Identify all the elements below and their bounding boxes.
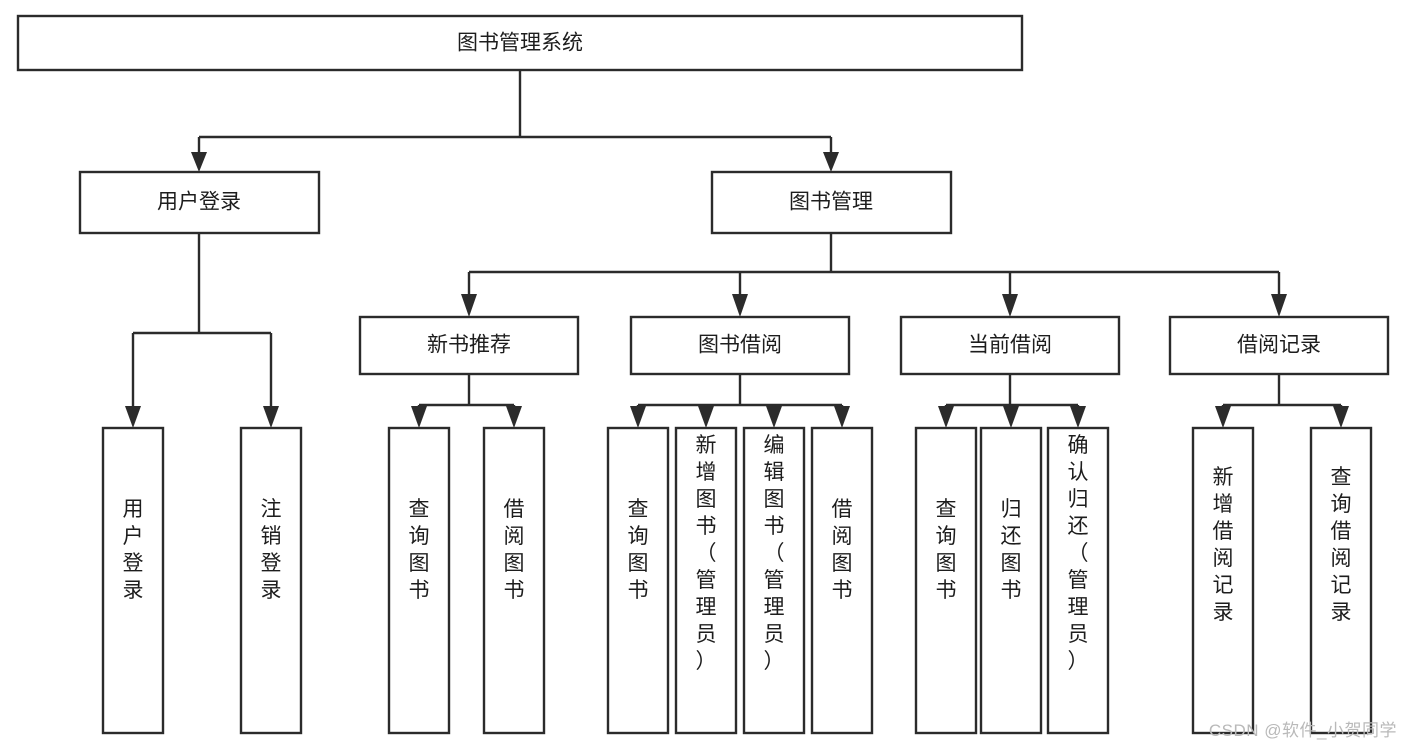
leaf-confirm-return-admin-box[interactable] xyxy=(1046,426,1110,735)
node-new-book-recommend-box[interactable] xyxy=(358,315,580,376)
leaf-query-book-3-label: 查询图书 xyxy=(936,498,957,602)
node-book-borrow-box[interactable] xyxy=(629,315,851,376)
arrow-head-login xyxy=(191,152,207,172)
arrow-head-nb-leaf2 xyxy=(506,406,522,428)
leaf-edit-book-admin[interactable]: 编辑图书（管理员） xyxy=(742,426,806,735)
node-current-borrow-box[interactable] xyxy=(899,315,1121,376)
arrow-head-cu-leaf3 xyxy=(1070,406,1086,428)
node-book-borrow-label: 图书借阅 xyxy=(698,334,782,357)
leaf-query-book-1-label: 查询图书 xyxy=(409,498,430,602)
leaf-add-book-admin-label: 新增图书（管理员） xyxy=(696,434,717,673)
leaf-borrow-book-1-label: 借阅图书 xyxy=(504,498,525,602)
leaf-edit-book-admin-label: 编辑图书（管理员） xyxy=(764,434,785,673)
leaf-borrow-book-1-box[interactable] xyxy=(482,426,546,735)
node-new-book-recommend[interactable]: 新书推荐 xyxy=(358,315,580,376)
node-borrow-record-label: 借阅记录 xyxy=(1237,334,1321,357)
arrow-head-cu-leaf2 xyxy=(1003,406,1019,428)
leaf-query-book-1-box[interactable] xyxy=(387,426,451,735)
arrow-head-login-leaf2 xyxy=(263,406,279,428)
leaf-query-borrow-record[interactable]: 查询借阅记录 xyxy=(1309,426,1373,735)
connector-layer xyxy=(125,70,1349,428)
node-book-management-label: 图书管理 xyxy=(789,191,873,214)
node-root-box[interactable] xyxy=(16,14,1024,72)
leaf-borrow-book-2-box[interactable] xyxy=(810,426,874,735)
leaf-return-book-label: 归还图书 xyxy=(1001,498,1022,602)
leaf-add-book-admin-box[interactable] xyxy=(674,426,738,735)
arrow-head-record xyxy=(1271,294,1287,317)
leaf-query-book-2-box[interactable] xyxy=(606,426,670,735)
leaf-logout-box[interactable] xyxy=(239,426,303,735)
arrow-head-nb-leaf1 xyxy=(411,406,427,428)
arrow-head-login-leaf1 xyxy=(125,406,141,428)
leaf-return-book[interactable]: 归还图书 xyxy=(979,426,1043,735)
node-current-borrow-label: 当前借阅 xyxy=(968,334,1052,357)
node-root-label: 图书管理系统 xyxy=(457,32,583,55)
leaf-logout[interactable]: 注销登录 xyxy=(239,426,303,735)
leaf-borrow-book-2-label: 借阅图书 xyxy=(832,498,853,602)
leaf-user-login[interactable]: 用户登录 xyxy=(101,426,165,735)
leaf-query-book-2[interactable]: 查询图书 xyxy=(606,426,670,735)
leaf-add-book-admin[interactable]: 新增图书（管理员） xyxy=(674,426,738,735)
leaf-return-book-box[interactable] xyxy=(979,426,1043,735)
leaf-query-borrow-record-box[interactable] xyxy=(1309,426,1373,735)
leaf-query-book-1[interactable]: 查询图书 xyxy=(387,426,451,735)
arrow-head-newbook xyxy=(461,294,477,317)
leaf-query-borrow-record-label: 查询借阅记录 xyxy=(1331,466,1352,624)
arrow-head-bo-leaf4 xyxy=(834,406,850,428)
leaf-confirm-return-admin-label: 确认归还（管理员） xyxy=(1068,434,1089,673)
node-current-borrow[interactable]: 当前借阅 xyxy=(899,315,1121,376)
leaf-query-book-3[interactable]: 查询图书 xyxy=(914,426,978,735)
arrow-head-re-leaf2 xyxy=(1333,406,1349,428)
leaf-query-book-2-label: 查询图书 xyxy=(628,498,649,602)
arrow-head-current xyxy=(1002,294,1018,317)
node-borrow-record-box[interactable] xyxy=(1168,315,1390,376)
arrow-head-bo-leaf3 xyxy=(766,406,782,428)
node-root[interactable]: 图书管理系统 xyxy=(16,14,1024,72)
leaf-edit-book-admin-box[interactable] xyxy=(742,426,806,735)
arrow-head-bo-leaf1 xyxy=(630,406,646,428)
leaf-add-borrow-record-label: 新增借阅记录 xyxy=(1213,466,1234,624)
node-book-management-box[interactable] xyxy=(710,170,953,235)
leaf-confirm-return-admin[interactable]: 确认归还（管理员） xyxy=(1046,426,1110,735)
node-new-book-recommend-label: 新书推荐 xyxy=(427,334,511,357)
arrow-head-re-leaf1 xyxy=(1215,406,1231,428)
leaf-logout-label: 注销登录 xyxy=(261,498,282,602)
node-book-borrow[interactable]: 图书借阅 xyxy=(629,315,851,376)
leaf-borrow-book-1[interactable]: 借阅图书 xyxy=(482,426,546,735)
arrow-head-bookmgmt xyxy=(823,152,839,172)
leaf-query-book-3-box[interactable] xyxy=(914,426,978,735)
arrow-head-borrow xyxy=(732,294,748,317)
leaf-user-login-box[interactable] xyxy=(101,426,165,735)
leaf-add-borrow-record[interactable]: 新增借阅记录 xyxy=(1191,426,1255,735)
arrow-head-bo-leaf2 xyxy=(698,406,714,428)
node-user-login[interactable]: 用户登录 xyxy=(78,170,321,235)
arrow-head-cu-leaf1 xyxy=(938,406,954,428)
node-book-management[interactable]: 图书管理 xyxy=(710,170,953,235)
leaf-borrow-book-2[interactable]: 借阅图书 xyxy=(810,426,874,735)
leaf-user-login-label: 用户登录 xyxy=(123,498,144,602)
node-borrow-record[interactable]: 借阅记录 xyxy=(1168,315,1390,376)
node-user-login-label: 用户登录 xyxy=(157,191,241,214)
leaf-add-borrow-record-box[interactable] xyxy=(1191,426,1255,735)
node-user-login-box[interactable] xyxy=(78,170,321,235)
